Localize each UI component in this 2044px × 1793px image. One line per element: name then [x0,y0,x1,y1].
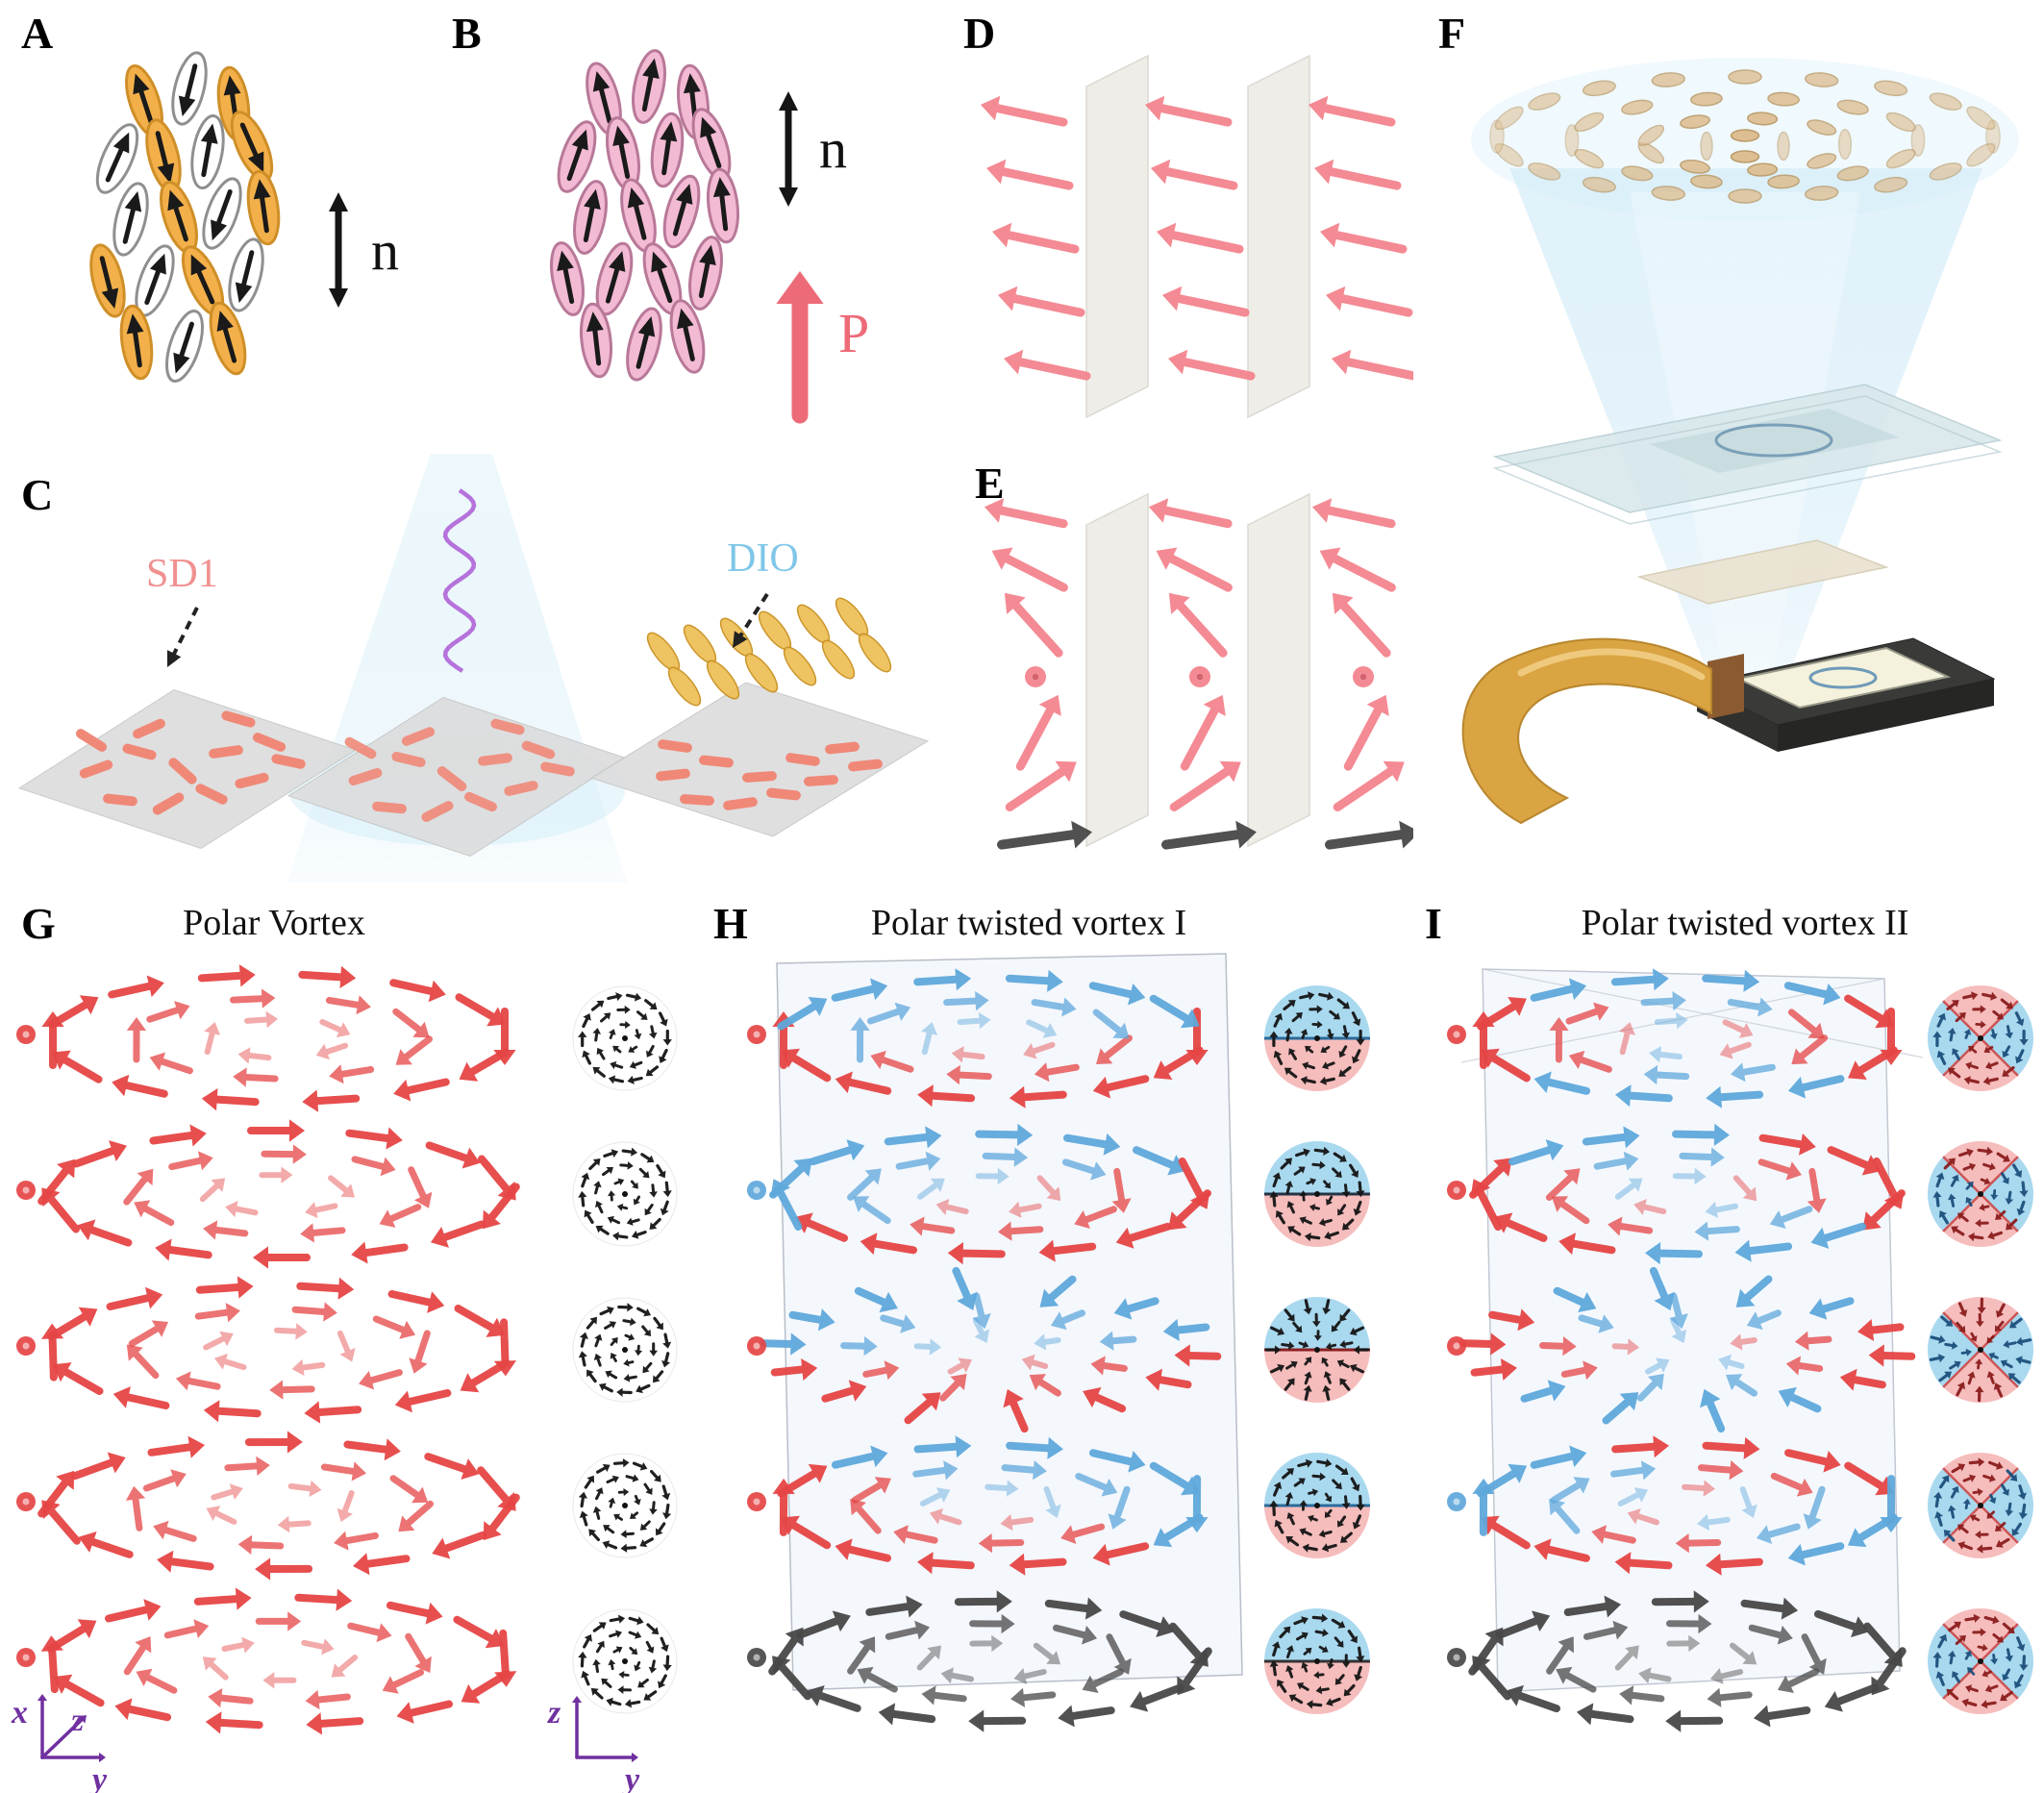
svg-text:y: y [621,1762,640,1793]
twisted-polarization-graphic [984,492,1413,850]
dio-label: DIO [727,536,799,581]
panel-i-polar-twisted-vortex-2 [1404,894,2044,1793]
panel-label-e: E [975,459,1005,508]
panel-label-b: B [452,9,482,58]
panel-label-f: F [1438,9,1466,58]
panel-label-c: C [21,470,54,519]
uniform-polarization-graphic [981,54,1413,419]
panel-d-uniform-polarization [942,0,1413,452]
panel-label-h: H [713,899,748,948]
panel-label-g: G [21,899,56,948]
ferroelectric-molecules-graphic [550,49,824,424]
device-setup-graphic [1461,58,2019,825]
svg-text:x: x [11,1695,28,1731]
panel-label-a: A [21,9,54,58]
director-label-a: n [371,219,399,282]
panel-f-device-setup [1413,0,2044,894]
panel-label-d: D [963,9,996,58]
polar-twisted-vortex-1-graphic [747,953,1370,1732]
svg-text:y: y [88,1762,108,1793]
nematic-molecules-graphic [89,51,348,383]
svg-text:z: z [547,1695,561,1731]
panel-h-title: Polar twisted vortex I [870,903,1187,943]
polarization-label: P [838,302,870,364]
panel-label-i: I [1425,899,1442,948]
panel-g-title: Polar Vortex [183,903,365,943]
svg-text:z: z [70,1703,85,1738]
polar-twisted-vortex-2-graphic [1447,968,2034,1732]
panel-c-photoalignment [0,452,942,894]
panel-b-ferroelectric-nematic [442,0,942,452]
photoalignment-graphic [17,454,930,883]
panel-h-polar-twisted-vortex-1 [702,894,1404,1793]
director-label-b: n [819,117,847,180]
sd1-label: SD1 [146,552,218,596]
panel-i-title: Polar twisted vortex II [1581,903,1909,943]
panel-e-twisted-polarization [942,452,1413,894]
panel-a-nematic-phase [0,0,442,452]
